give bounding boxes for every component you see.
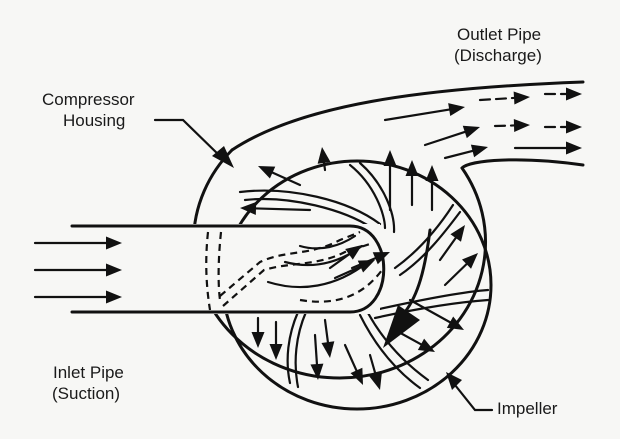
impeller-blade xyxy=(398,210,462,277)
flow-arrow-head xyxy=(251,332,265,348)
inlet-pipe-label-line2: (Suction) xyxy=(52,384,121,403)
flow-arrow-shaft xyxy=(254,207,312,212)
flow-arrow-shaft xyxy=(323,318,330,344)
flow-arrow-shaft xyxy=(443,149,474,160)
flow-arrow-head xyxy=(269,344,283,360)
flow-arrow-head xyxy=(345,245,362,260)
impeller-leader-line xyxy=(453,383,494,412)
flow-arrow-head xyxy=(372,252,390,265)
flow-arrow-shaft xyxy=(271,171,302,187)
flow-arrow-head xyxy=(383,150,397,166)
flow-arrow-head xyxy=(470,144,488,158)
hidden-line xyxy=(222,242,371,307)
compressor-housing-label-line2: Housing xyxy=(63,111,126,130)
flow-arrow-head xyxy=(350,367,363,385)
flow-arrow-shaft xyxy=(443,263,468,287)
impeller-blade xyxy=(373,288,490,312)
impeller-blade xyxy=(238,189,382,226)
rotation-arrow-head xyxy=(383,305,420,348)
flow-arrow-shaft xyxy=(350,257,377,270)
leader-lines xyxy=(153,118,494,412)
outlet-pipe-label-line2: (Discharge) xyxy=(454,46,542,65)
hidden-line xyxy=(205,231,212,311)
flow-arrow-shaft xyxy=(343,343,358,372)
impeller-blade xyxy=(243,197,374,230)
compressor-housing-label-line1: Compressor xyxy=(42,90,135,109)
flow-arrow-head xyxy=(106,263,122,277)
flow-arrow-head xyxy=(566,87,582,101)
flow-arrow-head xyxy=(461,253,478,269)
flow-arrow-head xyxy=(446,316,464,330)
flow-arrow-shaft xyxy=(328,253,351,270)
housing-leader-arrowhead xyxy=(212,146,234,168)
flow-arrow-head xyxy=(310,363,324,380)
flow-arrow-shaft xyxy=(408,298,452,324)
flow-arrow-shaft xyxy=(423,130,466,147)
impeller-blade xyxy=(358,313,422,390)
flow-arrow-shaft xyxy=(438,236,457,262)
impeller-blade xyxy=(348,163,387,230)
flow-curve xyxy=(266,260,370,289)
inlet-pipe-label-line1: Inlet Pipe xyxy=(53,363,124,382)
inlet-pipe-label: Inlet Pipe (Suction) xyxy=(52,362,124,404)
impeller-leader-arrowhead xyxy=(446,372,462,390)
hidden-line xyxy=(219,230,361,297)
flow-arrow-head xyxy=(566,141,582,155)
flow-arrow-shaft xyxy=(493,124,516,128)
compressor-housing-label: Compressor Housing xyxy=(42,89,135,131)
housing-leader-line xyxy=(153,118,224,160)
impeller-blade xyxy=(286,310,300,385)
flow-arrow-head xyxy=(462,125,480,139)
flow-arrow-shaft xyxy=(313,333,319,366)
outlet-pipe xyxy=(230,80,585,170)
impeller-blade xyxy=(366,311,430,382)
flow-arrow-head xyxy=(417,338,435,352)
impeller-blade xyxy=(294,310,308,389)
flow-arrow-head xyxy=(369,372,382,390)
flow-arrow-head xyxy=(317,147,331,164)
outlet-pipe-bottom-wall xyxy=(460,158,585,170)
outlet-pipe-label: Outlet Pipe (Discharge) xyxy=(454,24,542,66)
flow-arrow-head xyxy=(513,91,530,105)
impeller-blade xyxy=(358,161,396,234)
flow-arrow-head xyxy=(240,201,257,215)
impeller-blade xyxy=(373,298,490,320)
rotation-arrow-shaft xyxy=(403,228,432,314)
flow-arrow-head xyxy=(321,341,335,358)
flow-arrow-head xyxy=(513,118,530,132)
flow-arrow-head xyxy=(425,165,439,181)
flow-arrow-shaft xyxy=(322,161,327,172)
impeller-label: Impeller xyxy=(497,399,558,418)
flow-arrow-head xyxy=(258,166,276,179)
flow-arrow-head xyxy=(566,120,582,134)
flow-arrow-shaft xyxy=(383,108,451,122)
outlet-pipe-top-wall xyxy=(230,80,585,152)
hidden-line xyxy=(217,231,223,301)
flow-arrow-head xyxy=(405,160,419,176)
flow-arrows xyxy=(33,87,582,390)
outlet-pipe-label-line1: Outlet Pipe xyxy=(457,25,542,44)
impeller-blade xyxy=(393,203,455,270)
flow-curve xyxy=(298,234,357,250)
flow-arrow-head xyxy=(106,290,122,304)
flow-arrow-shaft xyxy=(368,353,377,376)
flow-arrow-head xyxy=(106,236,122,250)
flow-arrow-head xyxy=(450,225,465,242)
flow-arrow-shaft xyxy=(478,96,516,102)
flow-arrow-head xyxy=(448,103,465,116)
inlet-pipe-walls xyxy=(70,224,386,314)
flow-arrow-shaft xyxy=(333,265,362,280)
